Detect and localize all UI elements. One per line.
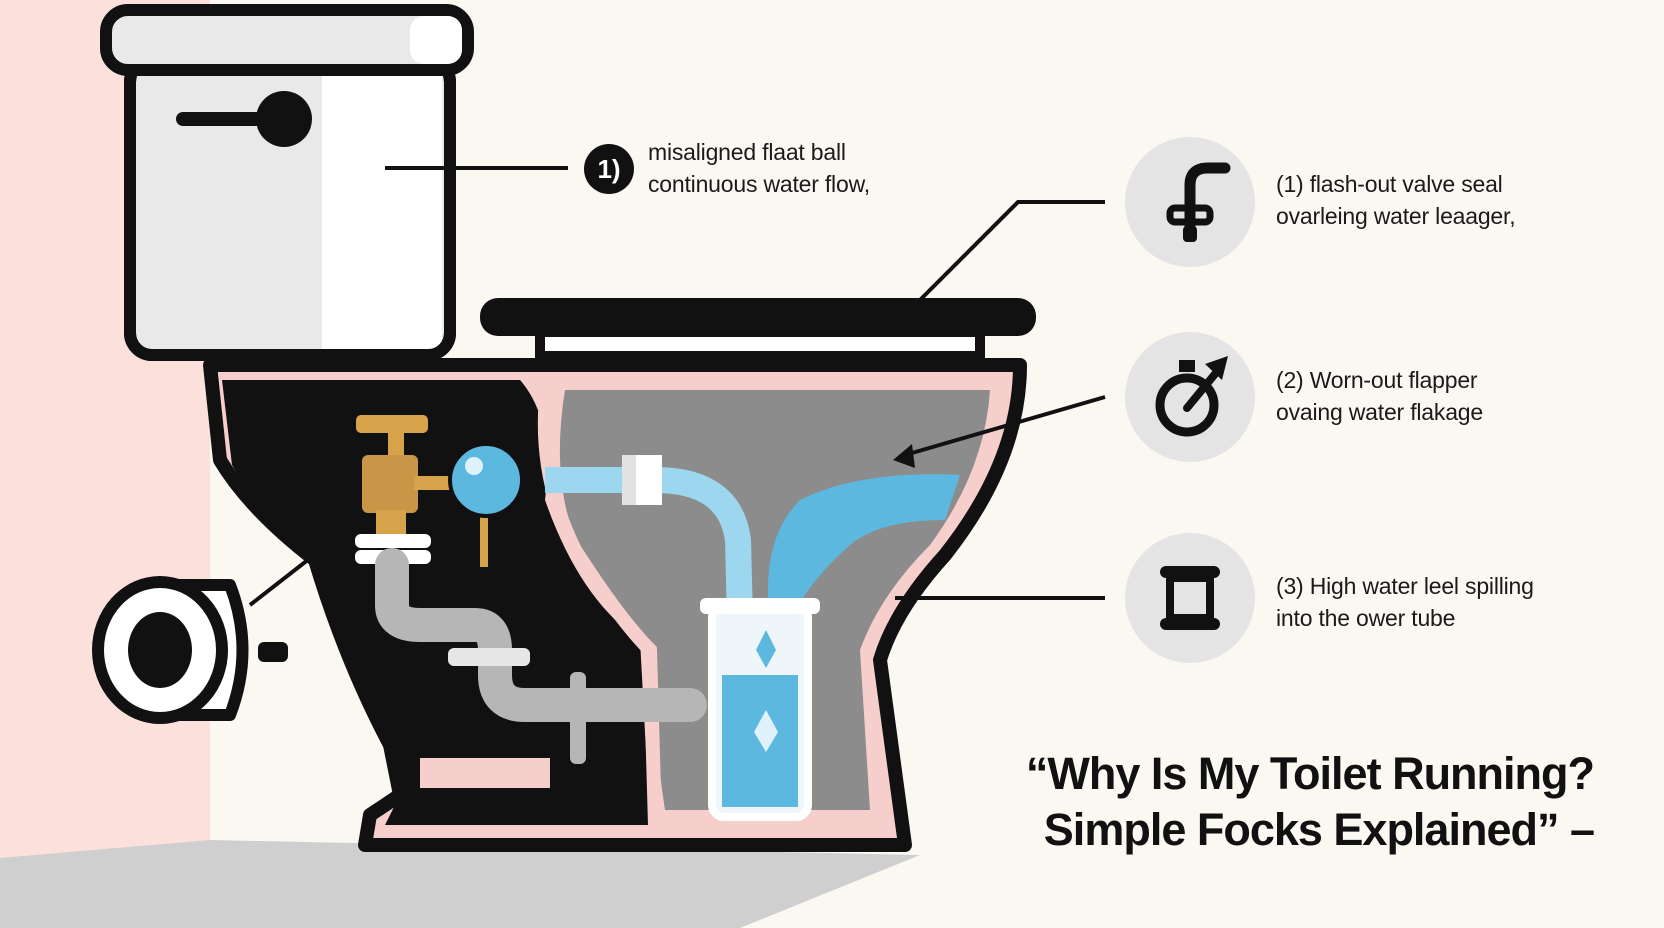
callout-flapper-line2: ovaing water flakage — [1276, 399, 1483, 425]
supply-pipe — [375, 548, 707, 764]
callout-flapper-line1: (2) Worn-out flapper — [1276, 367, 1478, 393]
diagram-title-line1: “Why Is My Toilet Running? — [1025, 748, 1595, 799]
overflow-tube-icon — [1125, 533, 1255, 663]
floor — [0, 840, 920, 928]
water-swirl — [768, 474, 960, 620]
fill-valve — [355, 415, 458, 564]
callout-water-level-line1: (3) High water leel spilling — [1276, 573, 1534, 599]
faucet-spout-icon — [1125, 137, 1255, 267]
callout-flush-valve-line2: ovarleing water leaager, — [1276, 203, 1516, 229]
callout-flush-valve-line1: (1) flash-out valve seal — [1276, 171, 1503, 197]
refill-tube — [545, 455, 753, 621]
callout-water-level: (3) High water leel spilling into the ow… — [1276, 570, 1534, 634]
flapper-valve-icon — [1125, 332, 1255, 462]
float-ball — [448, 442, 524, 567]
wall-drain-flange — [92, 576, 288, 724]
callout-float-ball-line1: misaligned flaat ball — [648, 139, 846, 165]
diagram-title-line2: Simple Focks Explained” – — [1043, 804, 1595, 855]
callout-float-ball: misaligned flaat ball continuous water f… — [648, 136, 870, 200]
callout-float-ball-line2: continuous water flow, — [648, 171, 870, 197]
callout-water-level-line2: into the ower tube — [1276, 605, 1456, 631]
callout-flapper: (2) Worn-out flapper ovaing water flakag… — [1276, 364, 1483, 428]
diagram-title: “Why Is My Toilet Running? Simple Focks … — [1025, 746, 1595, 858]
arrow-head — [893, 444, 915, 468]
toilet-seat — [480, 298, 1036, 361]
toilet-bowl — [203, 358, 1027, 852]
overflow-tube — [700, 598, 820, 821]
callout-badge-1: 1) — [584, 144, 634, 194]
leader-lines — [248, 166, 1106, 607]
flush-handle-icon — [176, 91, 312, 147]
callout-flush-valve: (1) flash-out valve seal ovarleing water… — [1276, 168, 1516, 232]
toilet-tank — [100, 4, 474, 361]
